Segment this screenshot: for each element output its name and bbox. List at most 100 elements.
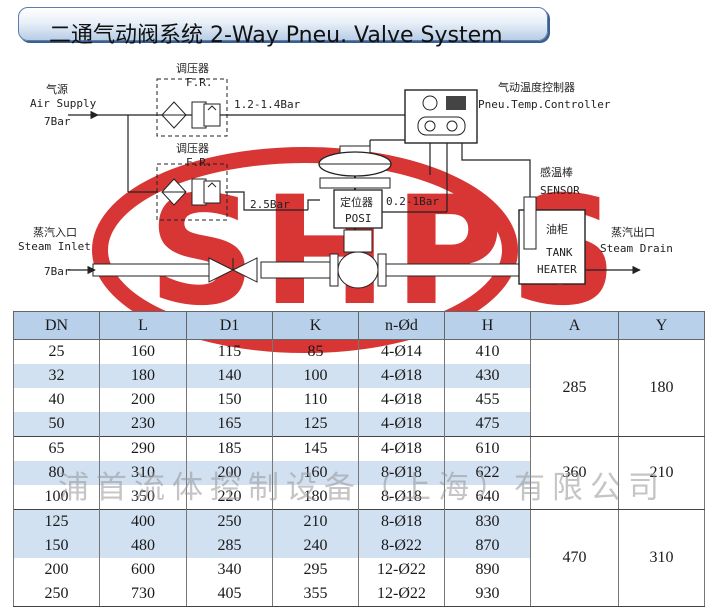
fr-top-en-label: F.R. <box>186 76 213 89</box>
cell-h: 610 <box>444 436 531 461</box>
positioner-en-label: POSI <box>345 212 372 225</box>
header-l: L <box>99 311 187 340</box>
pressure-signal-label: 0.2-1Bar <box>386 195 439 208</box>
header-d1: D1 <box>186 311 273 340</box>
cell-nd: 4-Ø14 <box>358 339 445 364</box>
cell-dn: 32 <box>13 364 100 388</box>
cell-d1: 220 <box>186 485 273 510</box>
air-supply-en-label: Air Supply <box>30 97 97 110</box>
cell-l: 160 <box>99 339 187 364</box>
cell-a-group: 360 <box>530 436 619 510</box>
cell-l: 730 <box>99 582 187 607</box>
cell-d1: 150 <box>186 388 273 412</box>
cell-nd: 8-Ø22 <box>358 534 445 558</box>
cell-h: 455 <box>444 388 531 412</box>
cell-dn: 100 <box>13 485 100 510</box>
cell-nd: 8-Ø18 <box>358 509 445 534</box>
cell-k: 355 <box>272 582 359 607</box>
air-supply-cn-label: 气源 <box>46 82 68 96</box>
cell-l: 480 <box>99 534 187 558</box>
cell-y-group: 180 <box>618 339 705 437</box>
cell-nd: 12-Ø22 <box>358 582 445 607</box>
cell-d1: 165 <box>186 412 273 437</box>
cell-d1: 340 <box>186 558 273 582</box>
cell-h: 870 <box>444 534 531 558</box>
cell-l: 230 <box>99 412 187 437</box>
cell-d1: 285 <box>186 534 273 558</box>
cell-d1: 140 <box>186 364 273 388</box>
cell-l: 400 <box>99 509 187 534</box>
air-piping <box>98 114 531 213</box>
cell-a-group: 470 <box>530 509 619 607</box>
cell-k: 85 <box>272 339 359 364</box>
cell-k: 240 <box>272 534 359 558</box>
header-y: Y <box>618 311 705 340</box>
cell-dn: 200 <box>13 558 100 582</box>
fr-regulator-top <box>156 78 228 137</box>
page-title: 二通气动阀系统 2-Way Pneu. Valve System <box>49 23 503 48</box>
cell-h: 640 <box>444 485 531 510</box>
steam-piping <box>92 229 520 289</box>
cell-dn: 50 <box>13 412 100 437</box>
cell-dn: 250 <box>13 582 100 607</box>
fr-regulator-bottom <box>156 163 228 221</box>
cell-l: 350 <box>99 485 187 510</box>
cell-dn: 125 <box>13 509 100 534</box>
cell-l: 290 <box>99 436 187 461</box>
cell-l: 310 <box>99 461 187 485</box>
sensor-en-label: SENSOR <box>540 184 580 197</box>
cell-h: 410 <box>444 339 531 364</box>
cell-h: 890 <box>444 558 531 582</box>
tank-en1-label: TANK <box>546 246 573 259</box>
header-h: H <box>444 311 531 340</box>
cell-d1: 405 <box>186 582 273 607</box>
cell-dn: 40 <box>13 388 100 412</box>
cell-h: 930 <box>444 582 531 607</box>
cell-dn: 80 <box>13 461 100 485</box>
cell-h: 430 <box>444 364 531 388</box>
cell-a-group: 285 <box>530 339 619 437</box>
cell-d1: 200 <box>186 461 273 485</box>
cell-dn: 65 <box>13 436 100 461</box>
cell-k: 210 <box>272 509 359 534</box>
cell-dn: 150 <box>13 534 100 558</box>
header-k: K <box>272 311 359 340</box>
fr-top-cn-label: 调压器 <box>176 62 209 75</box>
sensor-cn-label: 感温棒 <box>540 165 573 179</box>
cell-dn: 25 <box>13 339 100 364</box>
table-header-row: DN L D1 K n-Ød H A Y <box>13 311 705 340</box>
cell-k: 110 <box>272 388 359 412</box>
header-a: A <box>530 311 619 340</box>
steam-inlet-pressure-label: 7Bar <box>44 265 71 278</box>
tank-cn-label: 油柜 <box>546 222 568 236</box>
positioner <box>333 189 383 229</box>
controller-en-label: Pneu.Temp.Controller <box>478 98 611 111</box>
cell-l: 200 <box>99 388 187 412</box>
cell-h: 622 <box>444 461 531 485</box>
header-dn: DN <box>13 311 100 340</box>
cell-l: 180 <box>99 364 187 388</box>
header-nd: n-Ød <box>358 311 445 340</box>
fr-bottom-cn-label: 调压器 <box>176 142 209 155</box>
cell-k: 295 <box>272 558 359 582</box>
steam-inlet-en-label: Steam Inlet <box>18 240 91 253</box>
cell-k: 100 <box>272 364 359 388</box>
fr-bottom-en-label: F.R. <box>186 156 213 169</box>
cell-k: 145 <box>272 436 359 461</box>
cell-h: 830 <box>444 509 531 534</box>
steam-outlet-en-label: Steam Drain <box>600 242 673 255</box>
steam-outlet-cn-label: 蒸汽出口 <box>611 225 655 239</box>
cell-y-group: 210 <box>618 436 705 510</box>
cell-d1: 115 <box>186 339 273 364</box>
cell-nd: 4-Ø18 <box>358 388 445 412</box>
